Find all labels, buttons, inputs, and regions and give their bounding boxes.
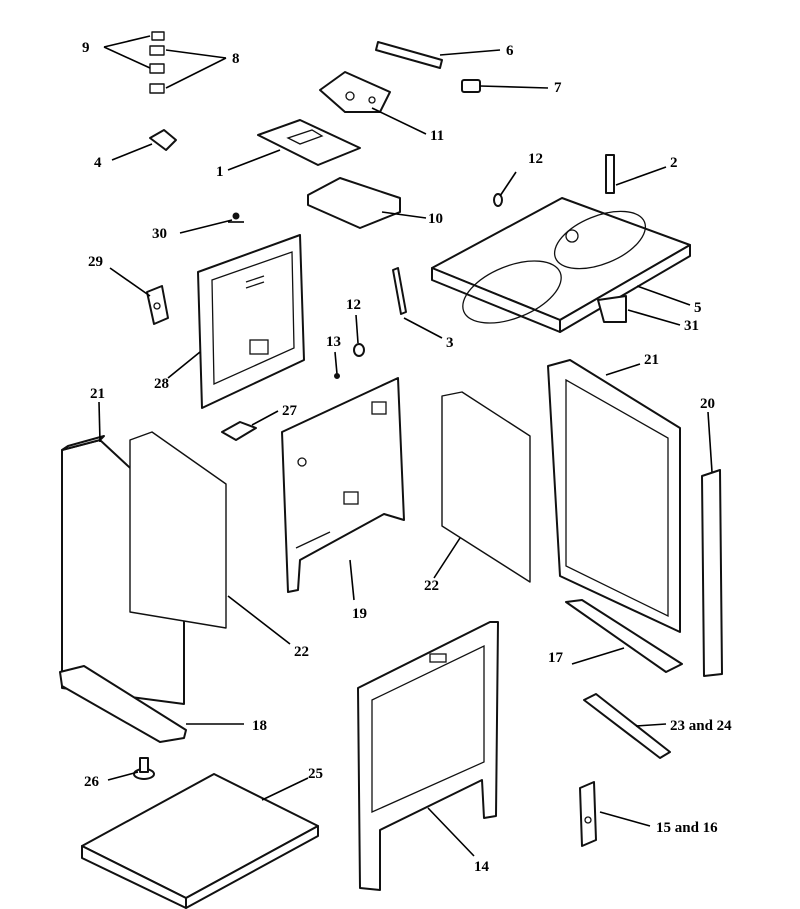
part-strip-6 <box>375 41 443 69</box>
callout-11: 11 <box>430 128 444 144</box>
part-slide-23-24 <box>583 693 671 759</box>
callout-18: 18 <box>252 718 267 734</box>
callout-12a: 12 <box>528 151 543 167</box>
part-post-2 <box>605 154 615 194</box>
callout-7: 7 <box>554 80 562 96</box>
part-bracket-15-16 <box>579 781 597 847</box>
callout-29: 29 <box>88 254 103 270</box>
callout-2: 2 <box>670 155 678 171</box>
callout-27: 27 <box>282 403 298 419</box>
callout-25: 25 <box>308 766 323 782</box>
callout-22b: 22 <box>424 578 439 594</box>
part-bracket-4 <box>149 129 177 151</box>
callout-22a: 22 <box>294 644 309 660</box>
callout-13: 13 <box>326 334 341 350</box>
callout-5: 5 <box>694 300 702 316</box>
part-liner-22a <box>129 431 227 629</box>
part-bracket-31 <box>597 295 627 323</box>
callout-10: 10 <box>428 211 443 227</box>
callout-14: 14 <box>474 859 490 875</box>
callout-12b: 12 <box>346 297 361 313</box>
part-mechanism-11 <box>319 71 391 113</box>
part-front-frame-14 <box>357 621 499 891</box>
part-clip-group <box>149 31 165 94</box>
part-back-panel-28 <box>197 234 305 409</box>
part-screw-13 <box>334 351 340 379</box>
part-foot-26 <box>133 757 155 780</box>
part-grommet-12b <box>353 343 365 357</box>
callout-1: 1 <box>216 164 224 180</box>
callout-15-16: 15 and 16 <box>656 820 718 836</box>
part-trim-20 <box>701 469 723 677</box>
part-center-panel-19 <box>281 377 405 593</box>
callout-28: 28 <box>154 376 169 392</box>
part-bracket-29 <box>146 285 169 325</box>
part-liner-22b <box>441 391 531 583</box>
callout-30: 30 <box>152 226 167 242</box>
callout-31: 31 <box>684 318 699 334</box>
part-bracket-10 <box>307 177 401 229</box>
callout-20: 20 <box>700 396 715 412</box>
part-plate-1 <box>257 119 361 166</box>
callout-3: 3 <box>446 335 454 351</box>
part-screw-30 <box>228 212 244 223</box>
callout-4: 4 <box>94 155 102 171</box>
part-rail-18 <box>59 665 187 743</box>
part-rod-3 <box>392 267 407 315</box>
part-grommet-12a <box>493 193 503 207</box>
part-block-7 <box>461 79 481 93</box>
part-tray-25 <box>81 773 319 909</box>
callout-21b: 21 <box>644 352 659 368</box>
callout-19: 19 <box>352 606 367 622</box>
part-side-panel-21b <box>547 359 681 633</box>
callout-6: 6 <box>506 43 514 59</box>
part-bracket-27 <box>221 421 257 441</box>
part-cooktop-5 <box>431 197 691 333</box>
part-rail-17 <box>565 599 683 673</box>
callout-9: 9 <box>82 40 90 56</box>
callout-8: 8 <box>232 51 240 67</box>
callout-21a: 21 <box>90 386 105 402</box>
callout-26: 26 <box>84 774 100 790</box>
leader-lines <box>98 35 713 857</box>
callout-labels: 1 2 3 4 5 6 7 8 9 10 11 12 12 13 14 15 a… <box>82 40 732 875</box>
callout-23-24: 23 and 24 <box>670 718 732 734</box>
callout-17: 17 <box>548 650 564 666</box>
